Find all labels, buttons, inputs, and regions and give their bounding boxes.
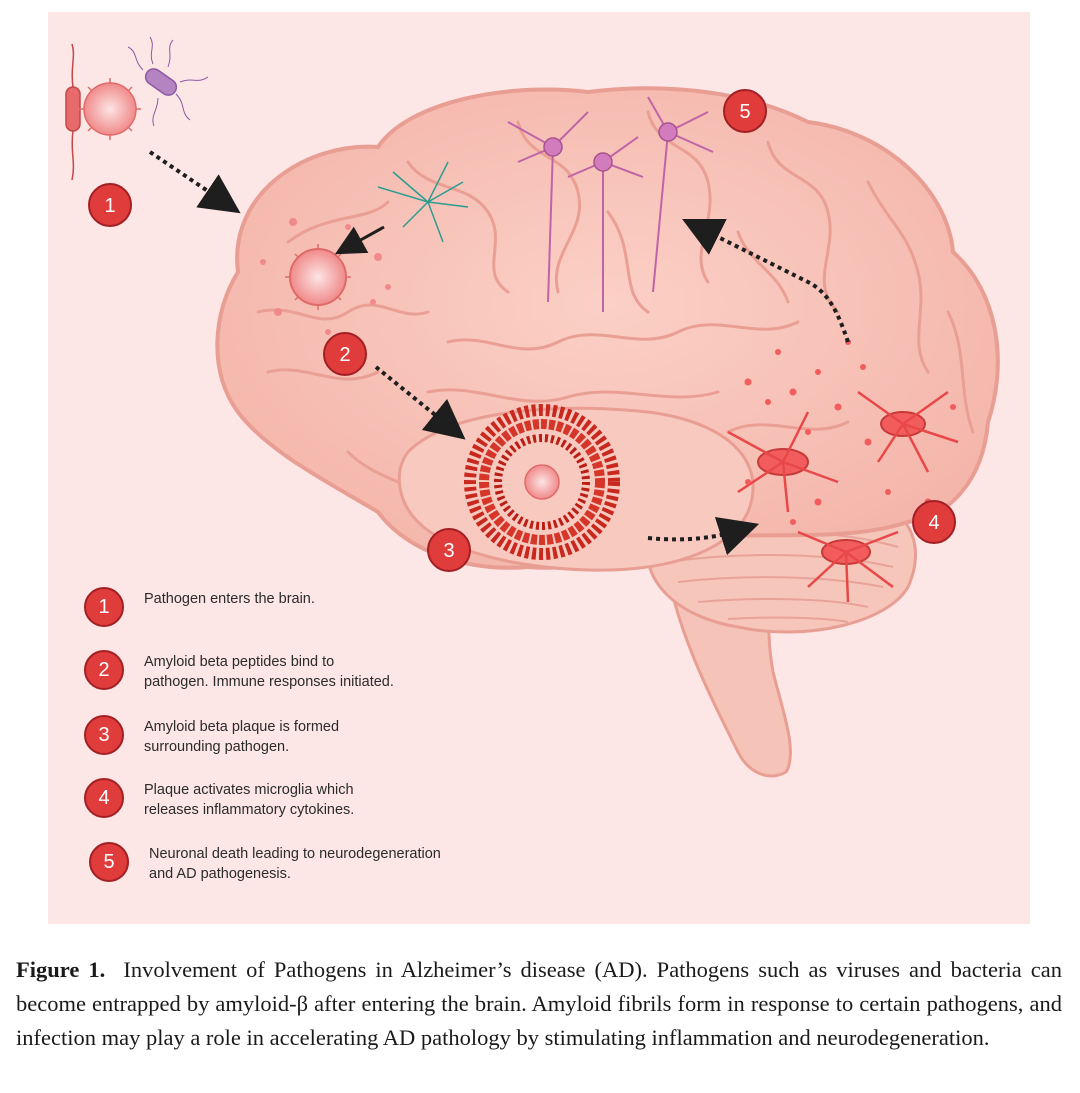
bacterium-rod (65, 43, 81, 181)
arrow-1-to-brain (148, 150, 241, 214)
legend-text-2: Amyloid beta peptides bind to pathogen. … (144, 654, 394, 690)
step-badge-5: 5 (723, 89, 767, 133)
legend-badge-3: 3 (84, 715, 124, 755)
neuron-cell-body (543, 137, 563, 157)
step-badge-5-label: 5 (739, 101, 750, 123)
step-badge-3-label: 3 (443, 540, 454, 562)
amyloid-plaque (464, 404, 620, 560)
step-badge-2: 2 (323, 332, 367, 376)
legend-badge-4: 4 (84, 778, 124, 818)
neuron-cell-body (593, 152, 613, 172)
arrow-3-to-4 (647, 517, 760, 556)
microglia-processes (727, 390, 959, 603)
step-badge-3: 3 (427, 528, 471, 572)
legend-text-5: Neuronal death leading to neurodegenerat… (149, 846, 441, 882)
brain-illustration: 1 2 3 4 5 (65, 36, 1000, 778)
cytokines (744, 339, 956, 525)
legend-badge-2: 2 (84, 650, 124, 690)
legend-item-4: 4 Plaque activates microglia which relea… (84, 778, 354, 820)
flagellated-bacterium (127, 36, 209, 127)
step-badge-4: 4 (912, 500, 956, 544)
legend-item-2: 2 Amyloid beta peptides bind to pathogen… (84, 650, 394, 692)
step-badges: 1 2 3 4 5 (88, 89, 956, 572)
step-badge-2-label: 2 (339, 344, 350, 366)
neuron-cell-body (658, 122, 678, 142)
figure-caption: Figure 1. Involvement of Pathogens in Al… (16, 953, 1062, 1055)
legend-text-1: Pathogen enters the brain. (144, 591, 315, 607)
step-badge-1-label: 1 (104, 195, 115, 217)
arrow-4-to-5 (682, 219, 850, 343)
caption-label: Figure 1. (16, 957, 106, 982)
legend-badge-5: 5 (89, 842, 129, 882)
amyloid-peptides (260, 218, 391, 335)
small-arrow (334, 225, 385, 255)
microglia-green (377, 161, 469, 243)
virus-particle (79, 78, 141, 140)
legend-badge-1: 1 (84, 587, 124, 627)
legend-text-3: Amyloid beta plaque is formed surroundin… (144, 719, 340, 755)
legend-item-1: 1 Pathogen enters the brain. (84, 587, 315, 627)
legend-item-3: 3 Amyloid beta plaque is formed surround… (84, 715, 339, 757)
caption-text: Involvement of Pathogens in Alzheimer’s … (16, 957, 1063, 1050)
step-badge-4-label: 4 (928, 512, 939, 534)
legend-text-4: Plaque activates microglia which release… (144, 782, 355, 818)
legend-item-5: 5 Neuronal death leading to neurodegener… (89, 842, 441, 884)
virus-in-brain (285, 244, 351, 310)
figure-panel: 1 2 3 4 5 1 Pathogen enters the brain (48, 12, 1030, 924)
flow-arrows (148, 150, 850, 556)
step-badge-1: 1 (88, 183, 132, 227)
